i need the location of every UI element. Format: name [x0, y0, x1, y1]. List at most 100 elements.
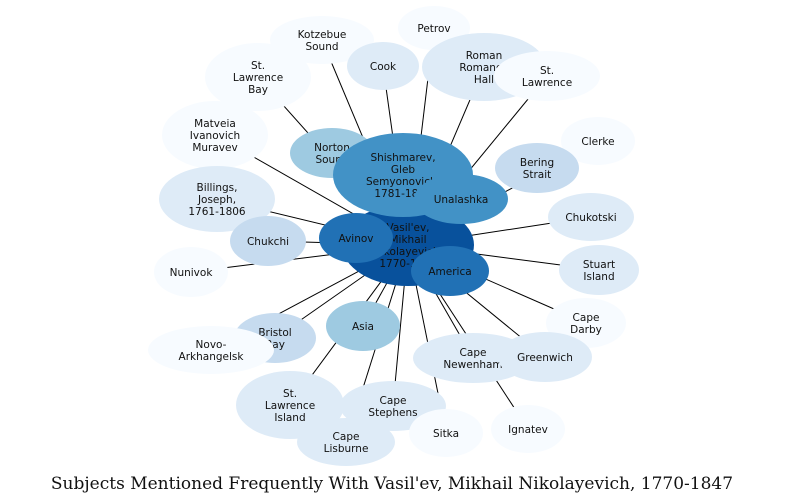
node-label-kotzebue: Kotzebue [298, 29, 347, 41]
node-label-bering: Bering [520, 157, 554, 169]
node-bubble-capelis [297, 418, 395, 466]
node-label-clerke: Clerke [581, 136, 614, 148]
node-bubble-america [411, 246, 489, 296]
node-label-roman: Roman [466, 50, 503, 62]
node-label-capenew: Newenham [443, 359, 502, 371]
node-bubble-billings [159, 166, 275, 232]
node-label-center: Mikhail [390, 234, 427, 246]
node-label-stlawbay: Bay [248, 84, 268, 96]
node-label-asia: Asia [352, 321, 374, 333]
node-bubble-avinov [319, 213, 393, 263]
node-label-billings: 1761-1806 [188, 206, 246, 218]
node-bubble-chukotski [548, 193, 634, 241]
node-label-center: Vasil'ev, [386, 222, 429, 234]
node-cook: Cook [347, 42, 419, 90]
node-label-roman: Hall [474, 74, 494, 86]
node-label-greenwich: Greenwich [517, 352, 573, 364]
node-label-america: America [428, 266, 471, 278]
node-avinov: Avinov [319, 213, 393, 263]
node-label-chukotski: Chukotski [565, 212, 616, 224]
node-label-cook: Cook [370, 61, 397, 73]
node-chukchi: Chukchi [230, 216, 306, 266]
node-bubble-unalashka [414, 174, 508, 224]
node-sitka: Sitka [409, 409, 483, 457]
node-label-capedarby: Darby [570, 324, 602, 336]
node-label-stlaw: Lawrence [522, 77, 572, 89]
node-bubble-ignatev [491, 405, 565, 453]
node-label-billings: Joseph, [197, 194, 236, 206]
node-label-stuart: Stuart [583, 259, 615, 271]
node-clerke: Clerke [561, 117, 635, 165]
node-bubble-sitka [409, 409, 483, 457]
node-label-billings: Billings, [196, 182, 237, 194]
node-layer: KotzebueSoundPetrovCookRomanRomanovHallS… [148, 6, 639, 466]
node-label-norton: Norton [314, 142, 350, 154]
node-label-chukchi: Chukchi [247, 236, 289, 248]
node-bubble-chukchi [230, 216, 306, 266]
node-label-stuart: Island [583, 271, 614, 283]
node-bubble-greenwich [498, 332, 592, 382]
node-label-novo: Arkhangelsk [179, 351, 245, 363]
node-label-novo: Novo- [196, 339, 227, 351]
node-label-sitka: Sitka [433, 428, 459, 440]
node-label-capedarby: Cape [573, 312, 600, 324]
node-label-capenew: Cape [460, 347, 487, 359]
node-label-bristol: Bristol [258, 327, 291, 339]
node-label-matveia: Matveia [194, 118, 236, 130]
node-ignatev: Ignatev [491, 405, 565, 453]
node-label-unalashka: Unalashka [434, 194, 489, 206]
node-label-shishmarev: Gleb [391, 164, 416, 176]
node-label-capelis: Cape [333, 431, 360, 443]
node-asia: Asia [326, 301, 400, 351]
node-label-bering: Strait [523, 169, 552, 181]
node-label-capesteph: Stephens [368, 407, 417, 419]
node-label-shishmarev: Semyonovich, [366, 176, 440, 188]
node-label-stlaw: St. [540, 65, 554, 77]
node-greenwich: Greenwich [498, 332, 592, 382]
node-bubble-stlawisl [236, 371, 344, 439]
node-bubble-matveia [162, 101, 268, 169]
node-bubble-stlaw [494, 51, 600, 101]
node-bubble-kotzebue [270, 16, 374, 64]
node-label-stlawbay: Lawrence [233, 72, 283, 84]
node-chukotski: Chukotski [548, 193, 634, 241]
node-bubble-novo [148, 326, 274, 374]
node-label-matveia: Ivanovich [190, 130, 240, 142]
node-bubble-stuart [559, 245, 639, 295]
node-bubble-cook [347, 42, 419, 90]
node-bubble-nunivok [154, 247, 228, 297]
node-label-petrov: Petrov [417, 23, 450, 35]
node-label-stlawisl: St. [283, 388, 297, 400]
diagram-title: Subjects Mentioned Frequently With Vasil… [51, 474, 733, 494]
node-bubble-asia [326, 301, 400, 351]
node-bubble-capenew [413, 333, 533, 383]
node-bubble-bering [495, 143, 579, 193]
node-label-nunivok: Nunivok [170, 267, 214, 279]
node-bubble-stlawbay [205, 43, 311, 111]
node-stlaw: St.Lawrence [494, 51, 600, 101]
node-label-stlawisl: Lawrence [265, 400, 315, 412]
node-billings: Billings,Joseph,1761-1806 [159, 166, 275, 232]
node-label-ignatev: Ignatev [508, 424, 548, 436]
node-label-avinov: Avinov [339, 233, 374, 245]
node-america: America [411, 246, 489, 296]
node-novo: Novo-Arkhangelsk [148, 326, 274, 374]
node-label-capelis: Lisburne [324, 443, 369, 455]
node-label-matveia: Muravev [192, 142, 237, 154]
node-nunivok: Nunivok [154, 247, 228, 297]
node-label-shishmarev: Shishmarev, [370, 152, 435, 164]
node-label-capesteph: Cape [380, 395, 407, 407]
node-label-stlawisl: Island [274, 412, 305, 424]
node-label-stlawbay: St. [251, 60, 265, 72]
node-bubble-clerke [561, 117, 635, 165]
